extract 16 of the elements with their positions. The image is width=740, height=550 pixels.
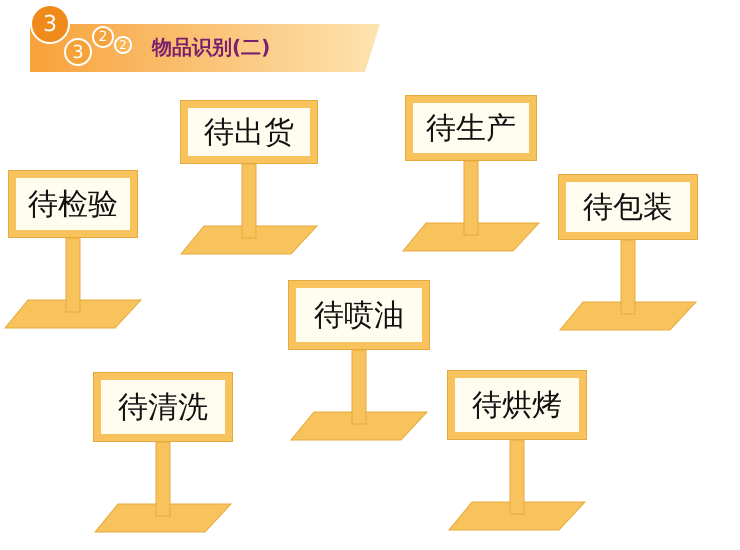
sign-text: 待检验 (16, 178, 130, 230)
signboard (558, 174, 698, 240)
signboard (447, 370, 587, 440)
sign-text: 待包装 (566, 182, 690, 232)
signboard (93, 372, 233, 442)
step-number: 3 (30, 4, 70, 44)
sign-text: 待清洗 (101, 380, 225, 434)
signboard (180, 100, 318, 164)
signboard (288, 280, 430, 350)
sign-text: 待出货 (188, 108, 310, 156)
signboard (405, 95, 537, 161)
signboard (8, 170, 138, 238)
sign-text: 待喷油 (296, 288, 422, 342)
diagram-title: 物品识别(二) (152, 34, 270, 61)
sign-text: 待生产 (413, 103, 529, 153)
sign-text: 待烘烤 (455, 378, 579, 432)
